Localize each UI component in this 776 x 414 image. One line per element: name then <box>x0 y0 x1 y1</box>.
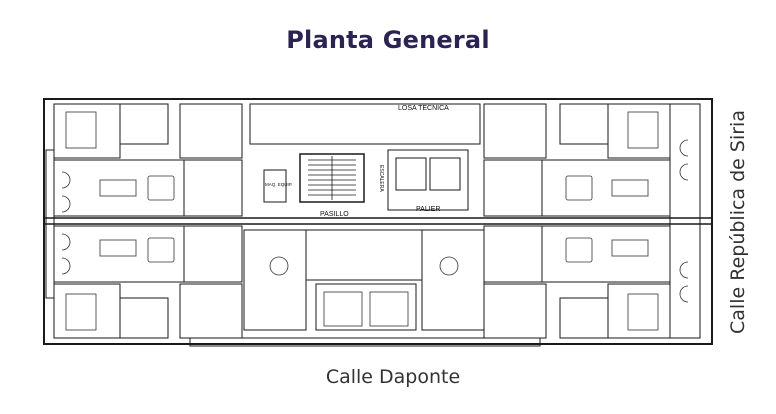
sofa-br <box>611 239 649 257</box>
table-br <box>565 237 593 263</box>
unit-bottom-right-kitchen <box>483 225 543 283</box>
unit-top-right-bath <box>559 103 609 145</box>
bed-bl <box>65 293 97 331</box>
table-tr <box>565 175 593 201</box>
stair-core <box>299 153 365 203</box>
building-outline <box>43 98 713 345</box>
bed-center-1 <box>323 291 363 327</box>
bed-tl <box>65 111 97 149</box>
unit-bottom-left-living <box>53 225 185 283</box>
round-table-right <box>439 256 459 276</box>
sofa-bl <box>99 239 137 257</box>
machine-room <box>263 169 287 203</box>
unit-bottom-left-kitchen <box>183 225 243 283</box>
label-pasillo: PASILLO <box>320 211 349 218</box>
unit-bottom-right-bath <box>559 297 609 339</box>
unit-top-left-kitchen <box>183 159 243 217</box>
unit-bottom-right-living <box>541 225 671 283</box>
planter-right <box>679 139 689 303</box>
street-label-right: Calle República de Siria <box>727 110 749 334</box>
unit-bottom-center-bedrooms <box>315 283 417 331</box>
unit-bottom-left-bedroom-2 <box>179 283 243 339</box>
unit-top-right-living <box>541 159 671 217</box>
unit-bottom-center-right <box>421 229 485 331</box>
sofa-tl <box>99 179 137 197</box>
unit-top-right-bedroom-2 <box>483 103 547 159</box>
bed-center-2 <box>369 291 409 327</box>
palier-area <box>387 149 469 211</box>
label-palier: PALIER <box>416 206 440 213</box>
unit-bottom-center-mid <box>305 229 423 281</box>
losa-tecnica-area <box>249 103 481 145</box>
plan-title: Planta General <box>286 26 490 54</box>
unit-top-left-bath <box>119 103 169 145</box>
balcony-left <box>45 149 55 299</box>
table-bl <box>147 237 175 263</box>
unit-bottom-right-bedroom-2 <box>483 283 547 339</box>
table-tl <box>147 175 175 201</box>
unit-top-left-living <box>53 159 185 217</box>
unit-top-right-kitchen <box>483 159 543 217</box>
sofa-tr <box>611 179 649 197</box>
balcony-right <box>669 103 701 339</box>
label-losa-tecnica: LOSA TECNICA <box>398 105 449 112</box>
stair-treads <box>308 156 356 200</box>
unit-bottom-left-bath <box>119 297 169 339</box>
planter-left <box>61 171 71 275</box>
balcony-bottom <box>189 337 541 347</box>
label-maquinas: MAQ. EQUIP. <box>265 182 292 187</box>
elevator-2 <box>429 157 461 191</box>
street-label-bottom: Calle Daponte <box>325 366 461 388</box>
round-table-left <box>269 256 289 276</box>
bed-br <box>627 293 659 331</box>
elevator-1 <box>395 157 427 191</box>
unit-top-left-bedroom-2 <box>179 103 243 159</box>
bed-tr <box>627 111 659 149</box>
unit-bottom-center-left <box>243 229 307 331</box>
label-escalera: ESCALERA <box>378 165 384 192</box>
